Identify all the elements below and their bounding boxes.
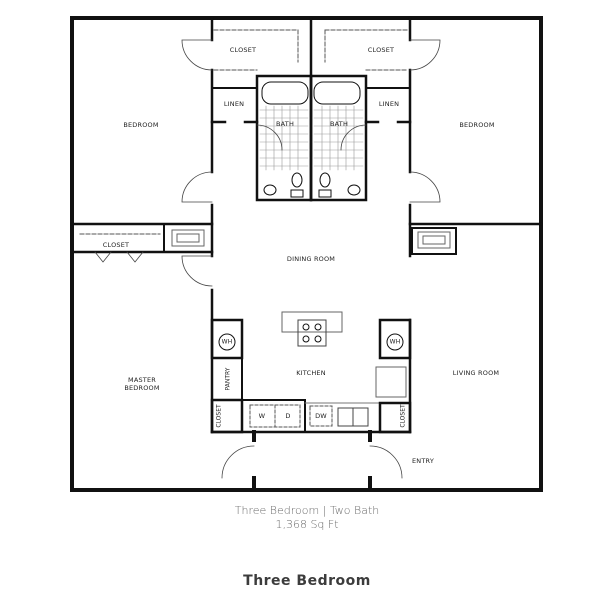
room-label-closet-master: CLOSET xyxy=(102,241,130,249)
plan-title: Three Bedroom xyxy=(243,573,371,589)
unit-description: Three Bedroom | Two Bath xyxy=(234,504,380,517)
room-label-master-bedroom-line2: BEDROOM xyxy=(124,384,160,392)
room-label-bedroom-right: BEDROOM xyxy=(459,121,495,129)
room-label-linen-left: LINEN xyxy=(223,100,245,108)
room-label-kitchen: KITCHEN xyxy=(296,369,326,377)
dryer-label: D xyxy=(285,412,291,420)
room-label-closet-top-left: CLOSET xyxy=(229,46,257,54)
room-label-living-room: LIVING ROOM xyxy=(452,369,500,377)
square-footage: 1,368 Sq Ft xyxy=(275,518,339,531)
room-label-closet-entry-left: CLOSET xyxy=(215,404,223,428)
room-label-bath-right: BATH xyxy=(329,120,349,128)
water-heater-left-label: WH xyxy=(221,338,233,346)
room-label-bath-left: BATH xyxy=(275,120,295,128)
floor-plan-drawing xyxy=(70,16,543,492)
room-label-entry: ENTRY xyxy=(411,457,435,465)
room-label-pantry: PANTRY xyxy=(224,367,232,391)
room-label-master-bedroom-line1: MASTER xyxy=(128,376,156,384)
room-label-bedroom-left: BEDROOM xyxy=(123,121,159,129)
dishwasher-label: DW xyxy=(315,412,327,420)
room-label-closet-top-right: CLOSET xyxy=(367,46,395,54)
washer-label: W xyxy=(258,412,266,420)
water-heater-right-label: WH xyxy=(389,338,401,346)
room-label-linen-right: LINEN xyxy=(378,100,400,108)
room-label-dining-room: DINING ROOM xyxy=(286,255,336,263)
room-label-closet-entry-right: CLOSET xyxy=(399,404,407,428)
exterior-wall xyxy=(70,16,543,492)
